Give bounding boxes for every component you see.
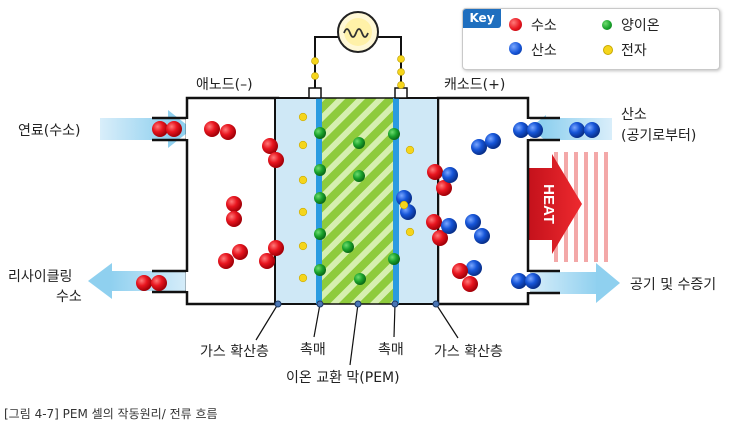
recycle-label-line2: 수소 [56, 289, 82, 305]
exhaust-outlet-arrow [528, 263, 620, 303]
oxygen-molecules [396, 122, 600, 289]
electron-particles [298, 112, 415, 283]
cation-legend-label: 양이온 [621, 18, 660, 34]
oxygen-label-line1: 산소 [621, 107, 647, 123]
cathode-terminal [394, 87, 408, 99]
cathode-label: 캐소드(+) [444, 77, 506, 93]
membrane-label: 이온 교환 막(PEM) [286, 370, 400, 386]
gas-diffusion-layer-right-label: 가스 확산층 [434, 344, 503, 360]
figure-caption: [그림 4-7] PEM 셀의 작동원리/ 전류 흐름 [4, 407, 218, 421]
anode-terminal [308, 87, 322, 99]
water-molecules [426, 164, 478, 292]
hydrogen-legend-swatch [509, 18, 522, 31]
catalyst-left-label: 촉매 [300, 342, 326, 358]
oxygen-legend-swatch [509, 42, 522, 55]
wire-electrons [311, 55, 405, 89]
gas-diffusion-layer-left-label: 가스 확산층 [200, 344, 269, 360]
gas-diffusion-layer-left [274, 97, 321, 305]
heat-arrow [528, 154, 582, 254]
legend-title: Key [463, 9, 501, 28]
recycle-label-line1: 리사이클링 [8, 269, 73, 285]
anode-label: 애노드(–) [196, 77, 253, 93]
cation-particles [314, 127, 400, 285]
oxygen-label-line2: (공기로부터) [621, 128, 697, 144]
oxygen-legend-label: 산소 [531, 43, 557, 59]
cathode-ports [528, 116, 560, 295]
heat-label: HEAT [540, 184, 557, 224]
electron-legend-swatch [603, 45, 613, 55]
leader-points [274, 300, 440, 308]
hydrogen-molecules [136, 121, 284, 291]
cation-legend-swatch [602, 20, 612, 30]
electron-legend-label: 전자 [621, 43, 647, 59]
legend: Key 수소 양이온 산소 전자 [462, 8, 720, 70]
light-bulb-icon [337, 11, 379, 53]
exhaust-label: 공기 및 수증기 [630, 277, 717, 293]
hydrogen-legend-label: 수소 [531, 18, 557, 34]
anode-ports [152, 116, 187, 294]
leader-lines [255, 303, 459, 366]
fuel-label: 연료(수소) [18, 123, 81, 139]
catalyst-layer-right [393, 98, 399, 304]
pem-membrane [319, 97, 397, 305]
catalyst-right-label: 촉매 [378, 342, 404, 358]
